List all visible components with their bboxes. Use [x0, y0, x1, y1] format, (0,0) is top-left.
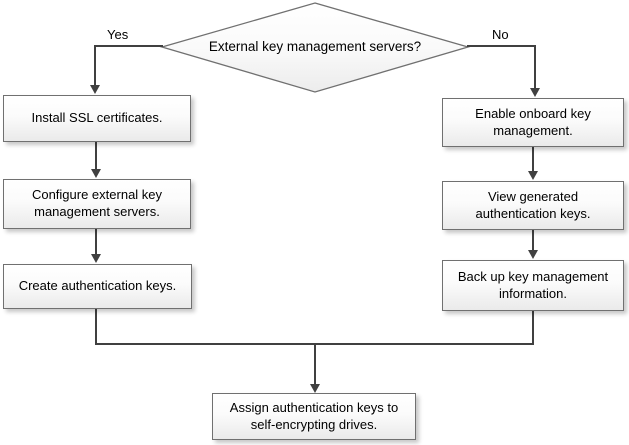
- step-configure-external-key-management-servers: Configure external key management server…: [3, 179, 191, 229]
- step-view-generated-authentication-keys: View generated authentication keys.: [442, 181, 624, 230]
- no-branch-label: No: [492, 27, 509, 42]
- step-label: Configure external key management server…: [31, 187, 163, 219]
- merge-connector-line: [95, 309, 534, 345]
- no-arrowhead-icon: [530, 88, 540, 97]
- left-step1-step2-arrowhead-icon: [91, 169, 101, 178]
- step-label: Assign authentication keys to self-encry…: [229, 399, 399, 432]
- step-label: View generated authentication keys.: [475, 188, 591, 221]
- yes-connector-line: [94, 45, 163, 85]
- step-assign-authentication-keys: Assign authentication keys to self-encry…: [212, 393, 416, 440]
- step-create-authentication-keys: Create authentication keys.: [3, 264, 192, 309]
- step-back-up-key-management-information: Back up key management information.: [442, 260, 624, 311]
- right-step2-step3-arrowhead-icon: [528, 250, 538, 259]
- decision-label: External key management servers?: [208, 39, 422, 54]
- step-label: Back up key management information.: [457, 268, 609, 301]
- final-arrowhead-icon: [310, 384, 320, 393]
- left-step2-step3-arrowhead-icon: [91, 254, 101, 263]
- decision-diamond-shape: [159, 2, 471, 93]
- step-label: Enable onboard key management.: [475, 105, 591, 138]
- step-install-ssl-certificates: Install SSL certificates.: [3, 95, 191, 142]
- yes-branch-label: Yes: [107, 27, 129, 42]
- no-connector-line: [467, 45, 536, 88]
- yes-arrowhead-icon: [90, 85, 100, 94]
- step-enable-onboard-key-management: Enable onboard key management.: [442, 98, 624, 147]
- step-label: Install SSL certificates.: [31, 110, 163, 126]
- right-step1-step2-arrowhead-icon: [528, 171, 538, 180]
- step-label: Create authentication keys.: [18, 278, 177, 294]
